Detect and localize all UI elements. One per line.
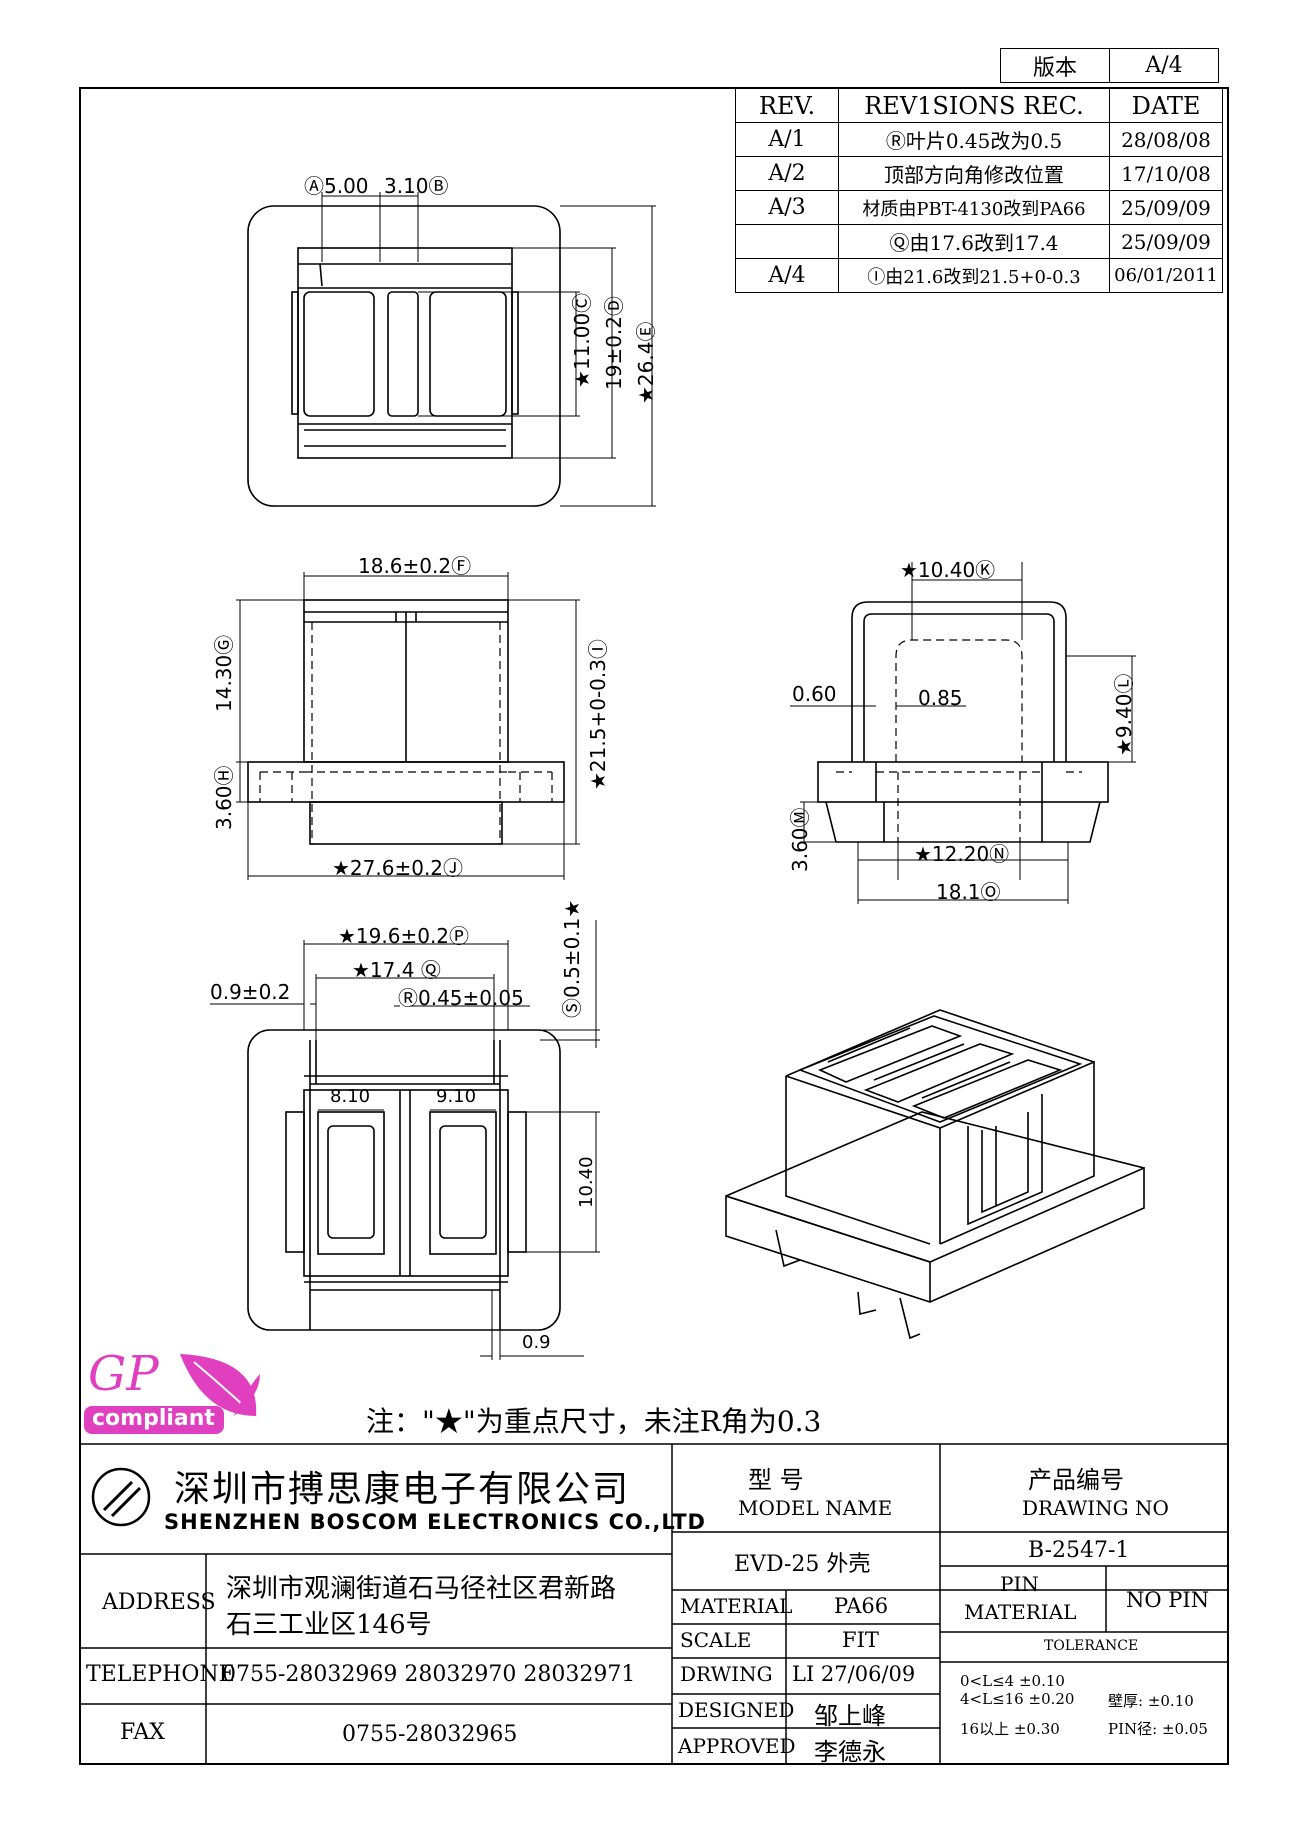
address-line-1: 深圳市观澜街道石马径社区君新路 bbox=[226, 1574, 617, 1604]
rec-cell: Ⓡ叶片0.45改为0.5 bbox=[838, 122, 1110, 157]
date-cell: 25/09/09 bbox=[1109, 190, 1223, 225]
table-row: Ⓠ由17.6改到17.4 25/09/09 bbox=[735, 224, 1223, 259]
version-value: A/4 bbox=[1109, 48, 1219, 83]
dim-910: 9.10 bbox=[436, 1086, 477, 1107]
dim-a: Ⓐ5.00 bbox=[304, 174, 369, 198]
model-value: EVD-25 外壳 bbox=[734, 1552, 871, 1577]
drawing-no-label-en: DRAWING NO bbox=[1022, 1496, 1169, 1520]
rec-cell: Ⓘ由21.6改到21.5+0-0.3 bbox=[838, 258, 1110, 293]
fax-value: 0755-28032965 bbox=[342, 1722, 518, 1747]
version-box: 版本 A/4 bbox=[1000, 48, 1219, 83]
tolerance-wall: 壁厚: ±0.10 bbox=[1108, 1692, 1194, 1710]
dim-q: ★17.4 Ⓠ bbox=[352, 958, 441, 982]
rev-cell: A/2 bbox=[735, 156, 839, 191]
dim-060: 0.60 bbox=[792, 682, 837, 706]
company-name-en: SHENZHEN BOSCOM ELECTRONICS CO.,LTD bbox=[164, 1510, 706, 1534]
rec-cell: 材质由PBT-4130改到PA66 bbox=[838, 190, 1110, 225]
pin-value: NO PIN bbox=[1126, 1588, 1210, 1612]
designed-value: 邹上峰 bbox=[814, 1702, 886, 1730]
gp-compliant-logo: GP compliant bbox=[84, 1346, 264, 1440]
table-row: A/1 Ⓡ叶片0.45改为0.5 28/08/08 bbox=[735, 122, 1223, 157]
date-cell: 25/09/09 bbox=[1109, 224, 1223, 259]
dim-k: ★10.40Ⓚ bbox=[900, 558, 996, 582]
material-value: PA66 bbox=[834, 1594, 889, 1618]
tolerance-label: TOLERANCE bbox=[1044, 1638, 1139, 1654]
drwing-value: LI 27/06/09 bbox=[792, 1662, 916, 1686]
top-view bbox=[247, 192, 656, 507]
material-label: MATERIAL bbox=[680, 1594, 793, 1618]
rev-header: REV. bbox=[735, 88, 839, 123]
dim-o: 18.1Ⓞ bbox=[936, 880, 1001, 904]
model-label-cn: 型 号 bbox=[748, 1466, 804, 1494]
pin-label-2: MATERIAL bbox=[964, 1600, 1077, 1624]
fax-label: FAX bbox=[120, 1720, 165, 1745]
address-line-2: 石三工业区146号 bbox=[226, 1610, 432, 1640]
version-label: 版本 bbox=[1000, 48, 1110, 83]
drawing-no-value: B-2547-1 bbox=[1028, 1538, 1130, 1563]
revisions-header-row: REV. REV1SIONS REC. DATE bbox=[735, 88, 1223, 123]
address-label: ADDRESS bbox=[102, 1590, 216, 1615]
tolerance-row-3: 16以上 ±0.30 bbox=[960, 1720, 1060, 1738]
table-row: A/2 顶部方向角修改位置 17/10/08 bbox=[735, 156, 1223, 191]
dim-b: 3.10Ⓑ bbox=[384, 174, 449, 198]
front-view bbox=[236, 572, 580, 880]
dim-810: 8.10 bbox=[330, 1086, 371, 1107]
dim-f: 18.6±0.2Ⓕ bbox=[358, 554, 472, 578]
pin-label-1: PIN bbox=[1000, 1572, 1039, 1596]
designed-label: DESIGNED bbox=[678, 1698, 795, 1722]
rev-cell: A/4 bbox=[735, 258, 839, 293]
dim-r: Ⓡ0.45±0.05 bbox=[398, 986, 524, 1010]
company-logo-icon bbox=[91, 1467, 151, 1527]
drawing-no-label-cn: 产品编号 bbox=[1028, 1466, 1124, 1494]
approved-value: 李德永 bbox=[814, 1738, 886, 1766]
dim-p: ★19.6±0.2Ⓟ bbox=[338, 924, 470, 948]
note-text: 注："★"为重点尺寸，未注R角为0.3 bbox=[366, 1405, 822, 1438]
bottom-view bbox=[210, 920, 600, 1360]
dim-j: ★27.6±0.2Ⓙ bbox=[332, 856, 464, 880]
isometric-view bbox=[725, 1009, 1145, 1340]
date-cell: 06/01/2011 bbox=[1109, 258, 1223, 293]
gp-text: GP bbox=[88, 1346, 159, 1402]
date-cell: 28/08/08 bbox=[1109, 122, 1223, 157]
side-view bbox=[790, 562, 1136, 904]
scale-label: SCALE bbox=[680, 1628, 752, 1652]
telephone-value: 0755-28032969 28032970 28032971 bbox=[222, 1662, 636, 1687]
dim-n: ★12.20Ⓝ bbox=[914, 842, 1010, 866]
compliant-text: compliant bbox=[92, 1406, 215, 1431]
tolerance-row-1: 0<L≤4 ±0.10 bbox=[960, 1672, 1065, 1690]
revisions-table: REV. REV1SIONS REC. DATE A/1 Ⓡ叶片0.45改为0.… bbox=[735, 88, 1223, 293]
drwing-label: DRWING bbox=[680, 1662, 773, 1686]
table-row: A/3 材质由PBT-4130改到PA66 25/09/09 bbox=[735, 190, 1223, 225]
table-row: A/4 Ⓘ由21.6改到21.5+0-0.3 06/01/2011 bbox=[735, 258, 1223, 293]
model-label-en: MODEL NAME bbox=[738, 1496, 893, 1520]
scale-value: FIT bbox=[842, 1628, 879, 1652]
tolerance-pin: PIN径: ±0.05 bbox=[1108, 1720, 1208, 1738]
rec-cell: 顶部方向角修改位置 bbox=[838, 156, 1110, 191]
date-header: DATE bbox=[1109, 88, 1223, 123]
dim-09b: 0.9 bbox=[522, 1332, 551, 1353]
rev-cell: A/3 bbox=[735, 190, 839, 225]
rec-header: REV1SIONS REC. bbox=[838, 88, 1110, 123]
leaf-icon bbox=[84, 1354, 260, 1434]
dim-085: 0.85 bbox=[918, 686, 963, 710]
company-name-cn: 深圳市搏思康电子有限公司 bbox=[174, 1469, 631, 1510]
dim-09: 0.9±0.2 bbox=[210, 980, 291, 1004]
telephone-label: TELEPHONE bbox=[86, 1662, 235, 1687]
approved-label: APPROVED bbox=[678, 1734, 796, 1758]
tolerance-row-2: 4<L≤16 ±0.20 bbox=[960, 1690, 1075, 1708]
